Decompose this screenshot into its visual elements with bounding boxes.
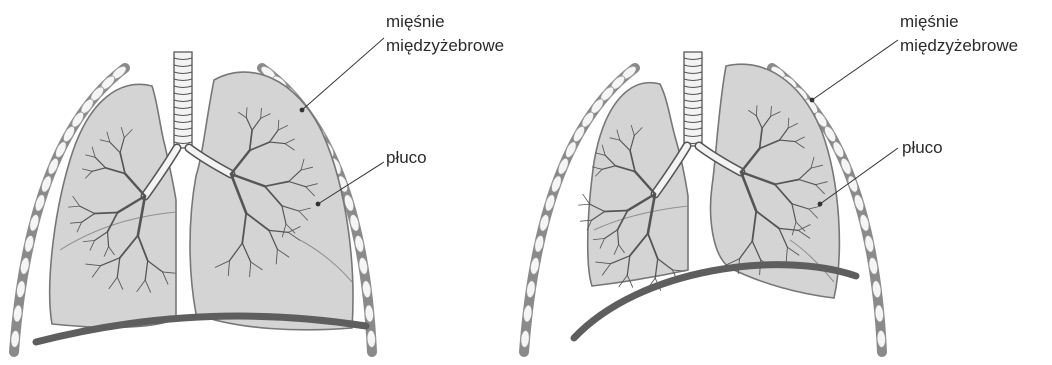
rib-segment — [23, 235, 35, 253]
muscles-pointer-dot — [300, 108, 305, 113]
lung-label: płuco — [902, 138, 943, 158]
rib-segment — [543, 194, 556, 213]
bronchiole — [95, 213, 118, 214]
rib-segment — [538, 214, 550, 233]
muscles-leader-line — [812, 40, 898, 100]
rib-segment — [858, 214, 870, 233]
rib-segment — [863, 235, 875, 253]
panel-exhale — [10, 38, 384, 352]
rib-segment — [853, 194, 866, 213]
rib-segment — [28, 214, 40, 233]
rib-segment — [529, 257, 540, 275]
left-lung — [50, 84, 176, 327]
lung-pointer-dot — [316, 202, 321, 207]
rib-segment — [348, 214, 360, 233]
rib-segment — [533, 235, 545, 253]
rib-segment — [33, 194, 46, 213]
lung-pointer-dot — [818, 202, 823, 207]
intercostal-muscles-label-line1: mięśnie — [900, 12, 959, 32]
bronchiole — [605, 211, 628, 212]
intercostal-muscles-label-line2: międzyżebrowe — [386, 36, 504, 56]
intercostal-muscles-label-line1: mięśnie — [386, 12, 445, 32]
rib-segment — [19, 257, 30, 275]
lung-label: płuco — [386, 148, 427, 168]
bronchiole — [579, 204, 590, 205]
muscles-pointer-dot — [810, 98, 815, 103]
right-lung — [190, 72, 353, 330]
panel-inhale — [520, 40, 898, 352]
intercostal-muscles-label-line2: międzyżebrowe — [900, 36, 1018, 56]
bronchiole — [583, 194, 590, 204]
rib-segment — [353, 235, 365, 253]
left-lung — [588, 83, 688, 286]
muscles-leader-line — [302, 38, 384, 110]
